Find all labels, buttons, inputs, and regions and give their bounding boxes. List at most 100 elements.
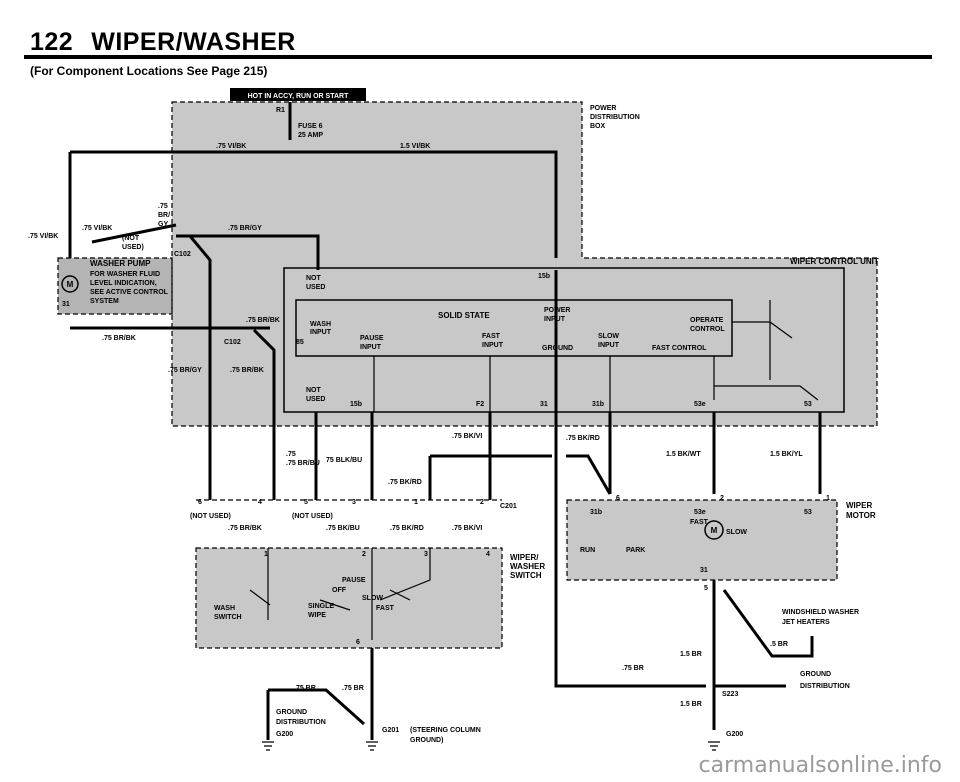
outline-switch	[195, 547, 503, 649]
cu-operate-b: CONTROL	[690, 326, 725, 333]
wire-bk-bu-sw: .75 BK/BU	[326, 525, 360, 532]
cu-pin-f2: F2	[476, 401, 484, 408]
cu-pin-53: 53	[804, 401, 812, 408]
cu-pause-b: INPUT	[360, 344, 382, 351]
pump-title: WASHER PUMP	[90, 259, 151, 268]
ground-right-2: DISTRIBUTION	[800, 683, 850, 690]
ground-symbol-left	[262, 741, 274, 751]
wire-br-bk-sw: .75 BR/BK	[228, 525, 262, 532]
ground-left-1: GROUND	[276, 709, 307, 716]
jet-heaters-1: WINDSHIELD WASHER	[782, 609, 859, 616]
cu-pin-15b-b: 15b	[350, 401, 362, 408]
motor-fast: FAST	[690, 519, 709, 526]
wire-vi-bk-pump: .75 VI/BK	[82, 225, 112, 232]
switch-single-a: SINGLE	[308, 603, 334, 610]
cu-solid-state: SOLID STATE	[438, 311, 490, 320]
wire-bk-rd-mid: .75 BK/RD	[388, 479, 422, 486]
cu-slow-a: SLOW	[598, 333, 619, 340]
outline-motor	[566, 499, 838, 581]
outline-main	[171, 101, 878, 427]
switch-off: OFF	[332, 587, 347, 594]
wire-br-bu-a: .75	[286, 451, 296, 458]
wire-br-gy-2: .75 BR/GY	[168, 367, 202, 374]
wire-br-ground: .75 BR	[622, 665, 644, 672]
c102-drop-left	[188, 235, 212, 500]
jet-heater-wire	[722, 589, 814, 658]
motor-pin-5: 5	[704, 585, 708, 592]
cu-not-used-c: NOT	[306, 387, 322, 394]
wire-gy-b: BR/	[158, 212, 170, 219]
wire-bk-vi-sw: .75 BK/VI	[452, 525, 482, 532]
motor-53: 53	[804, 509, 812, 516]
connector-c102-top: C102	[174, 251, 191, 258]
ground-steering-1: G201	[382, 727, 399, 734]
switch-pin-4: 4	[486, 551, 490, 558]
wire-br-left: .75 BR	[294, 685, 316, 692]
cu-power-a: POWER	[544, 307, 570, 314]
motor-31: 31	[700, 567, 708, 574]
cu-fast-b: INPUT	[482, 342, 504, 349]
connector-c102-bottom: C102	[224, 339, 241, 346]
cu-pin-85: 85	[296, 339, 304, 346]
ground-steering-3: GROUND)	[410, 737, 443, 744]
wire-bk-vi-top: .75 BK/VI	[452, 433, 482, 440]
sw-term-2: 2	[480, 499, 484, 506]
motor-31b: 31b	[590, 509, 602, 516]
pump-note-3: SEE ACTIVE CONTROL	[90, 289, 169, 296]
cu-not-used-a: NOT	[306, 275, 322, 282]
cu-pin-15b: 15b	[538, 273, 550, 280]
switch-wash-a: WASH	[214, 605, 235, 612]
wire-br-gy: .75 BR/GY	[228, 225, 262, 232]
sw-not-used-mid: (NOT USED)	[292, 513, 333, 520]
wire-br-05: .5 BR	[770, 641, 788, 648]
switch-single-b: WIPE	[308, 612, 326, 619]
motor-park: PARK	[626, 547, 645, 554]
cu-pins	[373, 356, 715, 412]
bk-rd-right	[566, 454, 612, 495]
switch-title-2: WASHER	[510, 562, 545, 571]
ground-left-2: DISTRIBUTION	[276, 719, 326, 726]
control-unit-box	[283, 267, 845, 413]
ground-main	[554, 270, 706, 688]
wire-vi-bk-top: .75 VI/BK	[216, 143, 246, 150]
cu-fast-a: FAST	[482, 333, 501, 340]
cu-slow-b: INPUT	[598, 342, 620, 349]
cu-operate-a: OPERATE	[690, 317, 724, 324]
wire-gy-a: .75	[158, 203, 168, 210]
cu-pin-31: 31	[540, 401, 548, 408]
cu-pause-a: PAUSE	[360, 335, 384, 342]
power-box-shade	[172, 102, 582, 260]
hot-bar	[230, 88, 366, 101]
wire-bk-rd-sw: .75 BK/RD	[390, 525, 424, 532]
motor-run: RUN	[580, 547, 595, 554]
fuse-rating: 25 AMP	[298, 132, 323, 139]
cu-not-used-d: USED	[306, 396, 325, 403]
cu-ground: GROUND	[542, 345, 573, 352]
pump-note-2: LEVEL INDICATION,	[90, 280, 157, 287]
ground-right-3: S223	[722, 691, 738, 698]
cu-pin-31b: 31b	[592, 401, 604, 408]
switch-title-3: SWITCH	[510, 571, 542, 580]
sw-term-4: 4	[258, 499, 262, 506]
motor-pin-6: 6	[616, 495, 620, 502]
br-gy-wire	[176, 234, 320, 270]
cu-pin-53e: 53e	[694, 401, 706, 408]
sw-not-used-left: (NOT USED)	[190, 513, 231, 520]
power-box-line3: BOX	[590, 123, 606, 130]
motor-53e: 53e	[694, 509, 706, 516]
cu-fast-control: FAST CONTROL	[652, 345, 707, 352]
wire-br-bu: .75 BR/BU	[286, 460, 320, 467]
ground-dist-left	[268, 688, 366, 726]
ground-symbol-right	[708, 741, 720, 751]
cu-wash-b: INPUT	[310, 329, 332, 336]
c102-drop-right	[252, 328, 276, 500]
ground-right-1: GROUND	[800, 671, 831, 678]
switch-pin-6: 6	[356, 639, 360, 646]
wire-br-15-a: 1.5 BR	[680, 651, 702, 658]
wire-vi-bk-left: .75 VI/BK	[28, 233, 58, 240]
heading-rule	[24, 55, 932, 59]
solid-state-box	[295, 299, 733, 357]
hot-label: HOT IN ACCY, RUN OR START	[248, 93, 349, 100]
wire-br-bk-2: .75 BR/BK	[230, 367, 264, 374]
